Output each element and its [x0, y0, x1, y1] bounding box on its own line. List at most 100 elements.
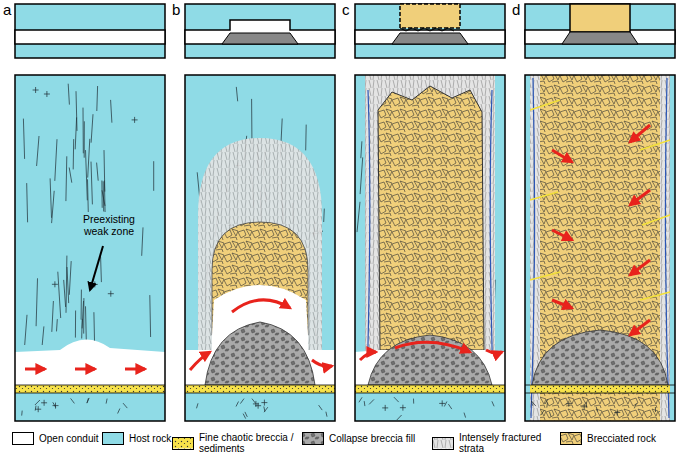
fracture-line: [101, 181, 102, 208]
fracture-line: [240, 399, 244, 404]
fracture-line: [153, 161, 154, 191]
fracture-line: [402, 405, 403, 411]
fracture-line: [38, 406, 39, 412]
fracture-line: [25, 315, 27, 345]
fracture-line: [58, 272, 61, 318]
boundary-line: [367, 90, 493, 385]
boundary-line: [531, 78, 669, 418]
fracture-line: [546, 403, 548, 408]
fracture-line: [444, 402, 447, 407]
legend-item: Open conduit: [12, 432, 99, 445]
fracture-line: [394, 397, 399, 402]
fracture-line: [236, 402, 239, 407]
fracture-line: [81, 290, 82, 320]
fracture-line: [442, 400, 443, 406]
fracture-line: [264, 407, 265, 412]
flow-tick: [530, 100, 670, 300]
panel-letter: b: [172, 2, 180, 17]
fracture-line: [96, 86, 98, 111]
legend-swatch: [172, 437, 194, 450]
fracture-line: [584, 404, 585, 410]
fracture-line: [36, 278, 37, 326]
fracture-line: [545, 399, 548, 404]
fracture-line: [75, 311, 76, 338]
fracture-line: [385, 405, 386, 411]
fracture-line: [21, 411, 23, 416]
fracture-line: [492, 401, 494, 406]
callout-label: Preexisting weak zone: [76, 212, 142, 238]
fracture-line: [104, 150, 106, 192]
fracture-line: [23, 119, 24, 159]
legend-text: Collapse breccia fill: [329, 433, 415, 444]
fracture-line: [86, 150, 88, 200]
fractured-halo: [365, 75, 495, 385]
panel-letter: a: [3, 2, 11, 17]
fracture-line: [326, 412, 327, 417]
fracture-line: [55, 403, 56, 409]
fracture-line: [54, 281, 55, 287]
fracture-line: [82, 301, 83, 328]
fracture-line: [91, 162, 92, 205]
fracture-line: [35, 406, 37, 411]
legend-text: Intensely fractured strata: [459, 432, 554, 454]
fine-breccia-band: [15, 385, 675, 393]
fracture-line: [258, 403, 259, 409]
fracture-line: [357, 202, 360, 232]
fracture-line: [361, 141, 362, 158]
fracture-line: [35, 400, 40, 405]
fracture-line: [85, 306, 87, 345]
fracture-line: [369, 399, 374, 404]
fracture-line: [359, 397, 362, 402]
fracture-line: [413, 399, 414, 404]
legend-swatch: [302, 432, 324, 445]
fracture-line: [66, 256, 68, 313]
fracture-line: [83, 108, 84, 154]
legend-pattern: [561, 433, 581, 444]
fracture-line: [149, 295, 151, 337]
fracture-line: [97, 163, 99, 181]
fracture-line: [68, 84, 69, 105]
leader-arrow: [90, 246, 103, 290]
legend-swatch: [102, 432, 124, 445]
fracture-line: [91, 114, 93, 143]
legend-text: Fine chaotic breccia / sediments: [199, 432, 299, 454]
fracture-line: [84, 121, 85, 157]
fractures: [22, 397, 656, 420]
fracture-line: [35, 87, 36, 93]
fracture-line: [106, 399, 107, 404]
legend-item: Intensely fractured strata: [432, 432, 554, 454]
fracture-line: [73, 139, 75, 169]
fracture-line: [87, 398, 89, 403]
fracture-line: [94, 281, 95, 287]
fracture-line: [464, 413, 466, 418]
fracture-line: [69, 168, 72, 183]
fracture-line: [323, 209, 325, 222]
fracture-line: [71, 398, 75, 403]
fracture-line: [44, 400, 45, 406]
fracture-line: [93, 312, 95, 345]
fracture-line: [56, 319, 58, 331]
fracture-line: [549, 412, 551, 417]
legend-item: Fine chaotic breccia / sediments: [172, 432, 299, 454]
fracture-line: [26, 183, 28, 222]
legend-swatch: [560, 432, 582, 445]
fracture-line: [617, 410, 618, 416]
legend-item: Host rock: [102, 432, 171, 445]
fracture-line: [118, 409, 120, 414]
legend-text: Host rock: [129, 433, 171, 444]
fracture-line: [69, 261, 71, 295]
fracture-line: [37, 136, 39, 166]
legend-pattern: [303, 433, 323, 444]
legend-swatch: [432, 437, 454, 450]
fracture-line: [397, 415, 402, 420]
fracture-line: [52, 301, 54, 332]
fractured-halo: [530, 75, 670, 421]
fracture-line: [236, 87, 237, 101]
fracture-line: [448, 404, 451, 409]
fracture-line: [100, 257, 102, 282]
fracture-line: [87, 398, 89, 403]
legend-pattern: [173, 438, 193, 449]
fracture-line: [360, 157, 363, 194]
fracture-line: [585, 402, 587, 407]
fracture-line: [245, 412, 247, 417]
